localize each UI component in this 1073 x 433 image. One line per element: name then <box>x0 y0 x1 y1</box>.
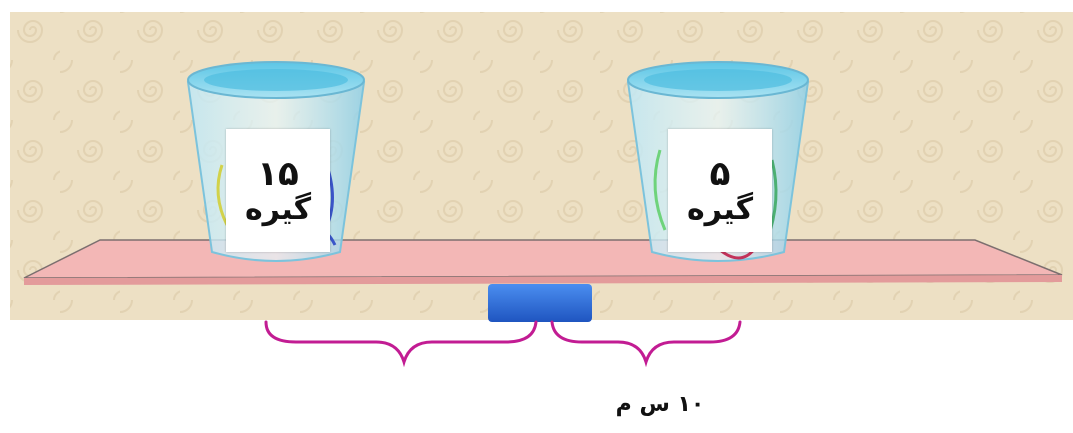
left-cup-count: ۱۵ <box>257 153 299 194</box>
right-cup-count: ۵ <box>709 153 731 194</box>
left-brace <box>264 320 538 368</box>
distance-label: ۱۰ س م <box>615 392 705 417</box>
left-cup-unit: گیره <box>244 191 312 227</box>
fulcrum-block <box>488 284 592 322</box>
left-cup-label: ۱۵ گیره <box>226 129 330 252</box>
right-cup-label: ۵ گیره <box>668 129 772 252</box>
balance-plank <box>23 239 1063 279</box>
right-brace <box>550 320 742 368</box>
right-cup-unit: گیره <box>686 191 754 227</box>
